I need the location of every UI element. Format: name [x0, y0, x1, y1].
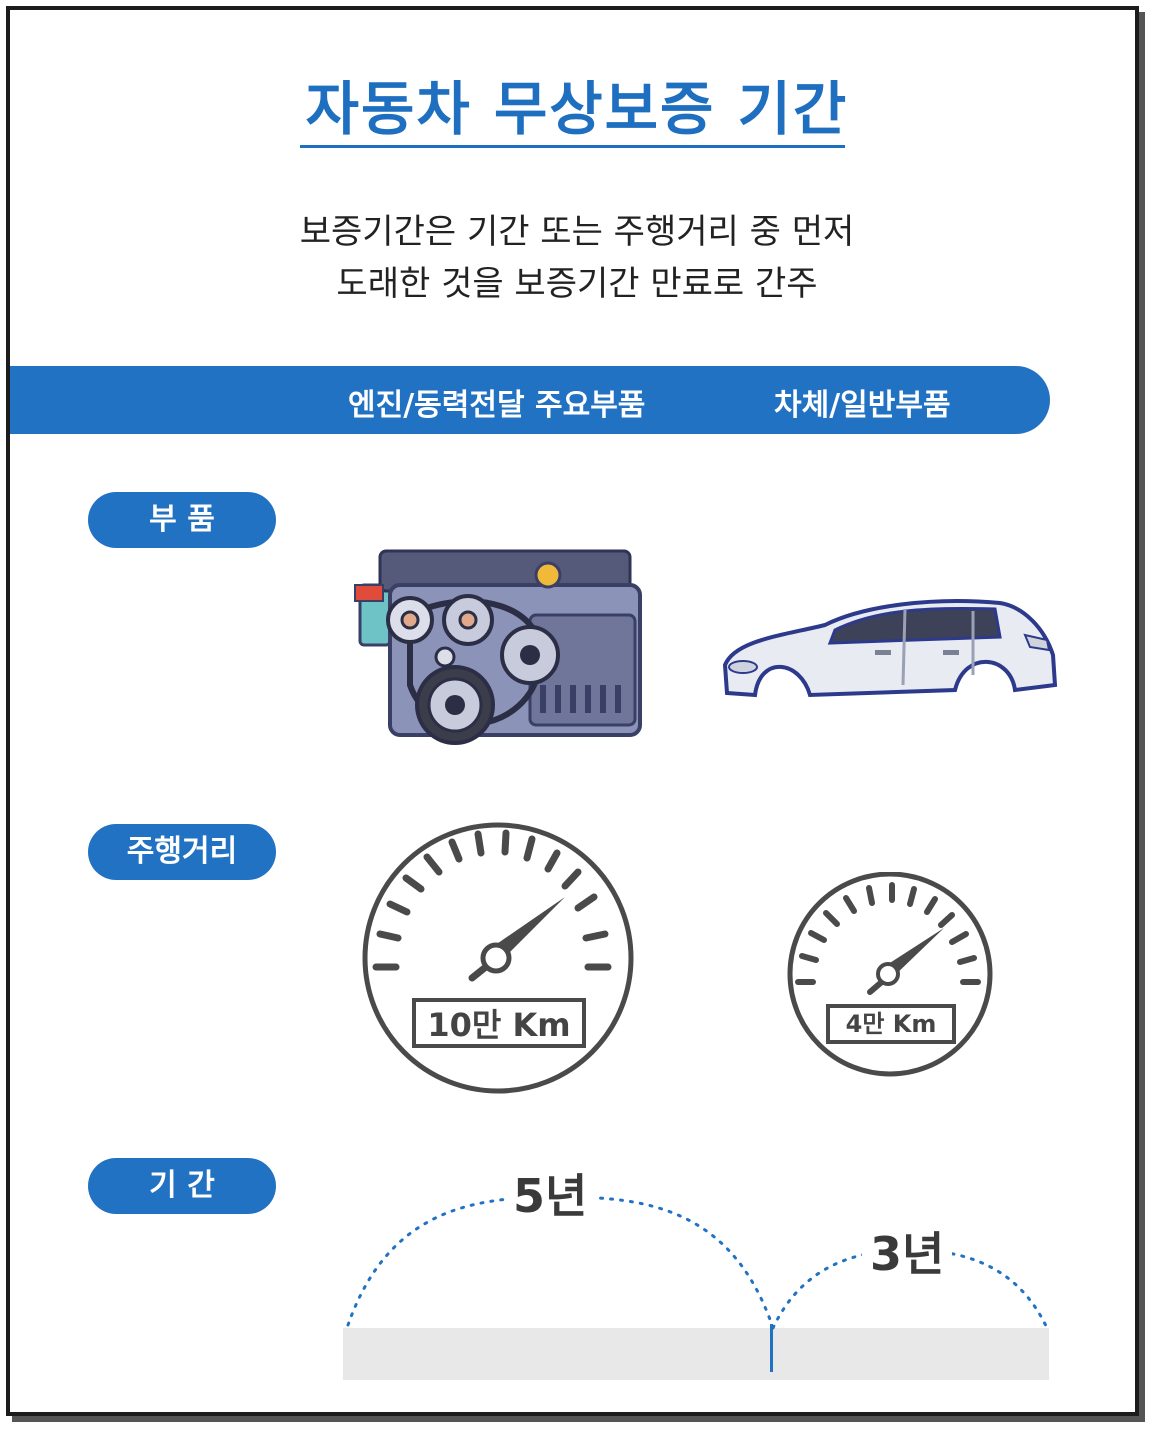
row-label-period: 기 간: [88, 1158, 276, 1214]
period-value-body: 3년: [862, 1218, 953, 1284]
period-value-engine: 5년: [505, 1160, 596, 1226]
speedometer-icon: [787, 872, 993, 1077]
column-header-bar: [10, 366, 1050, 434]
subtitle: 보증기간은 기간 또는 주행거리 중 먼저 도래한 것을 보증기간 만료로 간주: [0, 206, 1154, 310]
period-track: [343, 1328, 1049, 1380]
column-header-body: 차체/일반부품: [774, 388, 951, 423]
title-underline: [300, 145, 845, 148]
period-divider: [770, 1324, 773, 1372]
speedometer-icon: [362, 822, 634, 1094]
row-label-parts: 부 품: [88, 492, 276, 548]
page-title: 자동차 무상보증 기간: [305, 75, 849, 143]
subtitle-line-1: 보증기간은 기간 또는 주행거리 중 먼저: [299, 212, 855, 252]
period-arc-body: [771, 1248, 1049, 1330]
engine-illustration: [354, 549, 642, 745]
subtitle-line-2: 도래한 것을 보증기간 만료로 간주: [336, 264, 818, 304]
car-body-illustration: [722, 599, 1058, 698]
distance-value-engine: 10만 Km: [427, 1006, 571, 1044]
row-label-distance: 주행거리: [88, 824, 276, 880]
column-header-engine: 엔진/동력전달 주요부품: [348, 388, 646, 423]
distance-value-body: 4만 Km: [845, 1010, 937, 1038]
